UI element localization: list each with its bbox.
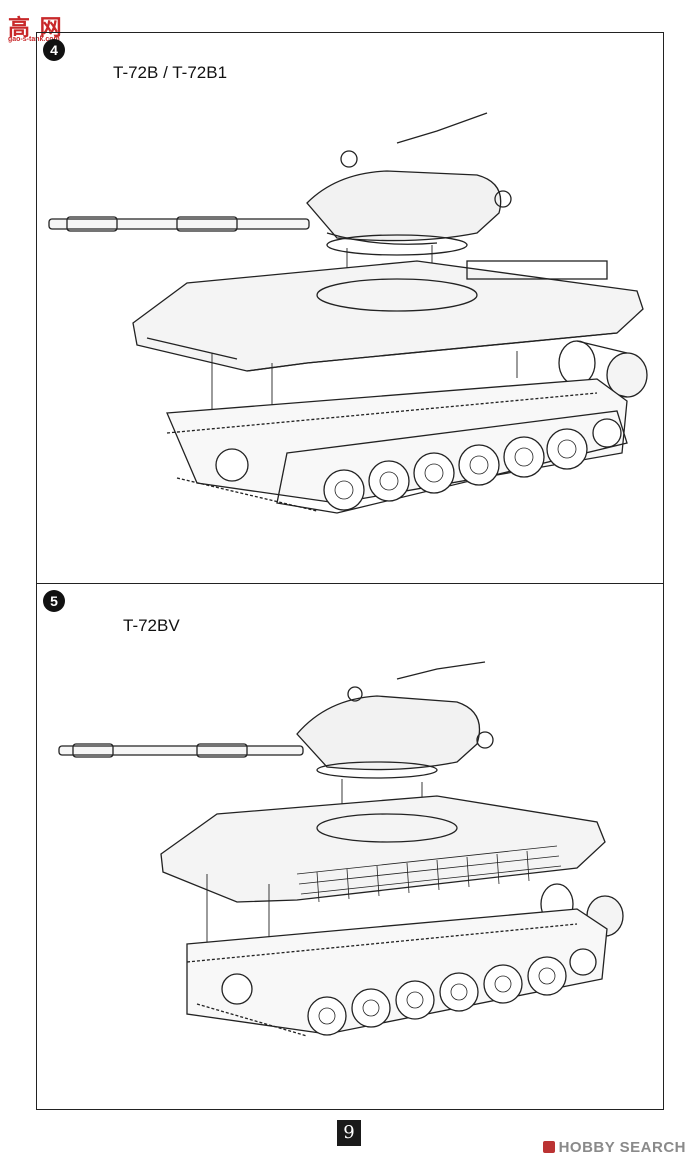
step-5-panel: 5 T-72BV (36, 584, 664, 1110)
hobby-search-watermark: HOBBY SEARCH (542, 1139, 686, 1156)
tank-assembly-illustration-4 (48, 112, 648, 514)
hobby-search-text: HOBBY SEARCH (558, 1139, 686, 1156)
watermark-logo-sub: gao-s-tank.com (8, 36, 60, 43)
hobby-search-logo-icon (542, 1141, 555, 1153)
page-number: 9 (337, 1120, 361, 1146)
step-4-variant-label: T-72B / T-72B1 (113, 63, 228, 82)
step-4-number: 4 (43, 39, 65, 61)
step-5-variant-label: T-72BV (123, 616, 180, 635)
tank-assembly-illustration-5 (58, 661, 624, 1037)
watermark-logo-text: 高 网 (8, 16, 63, 41)
watermark-logo: 高 网 gao-s-tank.com (4, 6, 84, 43)
step-4-panel: 4 T-72B / T-72B1 (36, 32, 664, 584)
step-5-number: 5 (43, 590, 65, 612)
